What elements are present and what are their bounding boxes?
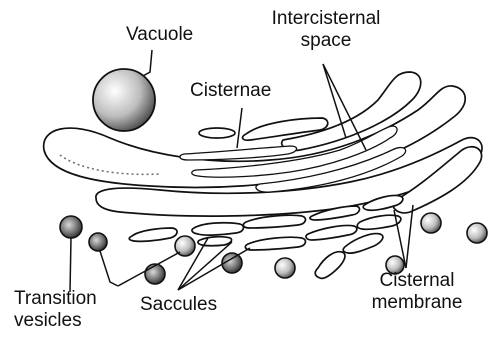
saccules-label: Saccules	[140, 294, 217, 316]
transition-vesicles-label-line2: vesicles	[14, 310, 97, 332]
cisternae-label: Cisternae	[190, 80, 271, 102]
cisterna-small-1	[199, 128, 235, 138]
intercisternal-space-label: Intercisternal space	[242, 8, 410, 52]
cisternal-membrane-label-line1: Cisternal	[362, 270, 472, 292]
cisternal-membrane-label: Cisternal membrane	[362, 270, 472, 314]
vacuole-shape	[93, 69, 155, 131]
transition-vesicles-label-line1: Transition	[14, 288, 97, 310]
intercisternal-space-label-line2: space	[242, 30, 410, 52]
vacuole-label: Vacuole	[126, 24, 193, 46]
transition-vesicles-label: Transition vesicles	[14, 288, 97, 332]
intercisternal-space-label-line1: Intercisternal	[242, 8, 410, 30]
cisternal-membrane-label-line2: membrane	[362, 292, 472, 314]
